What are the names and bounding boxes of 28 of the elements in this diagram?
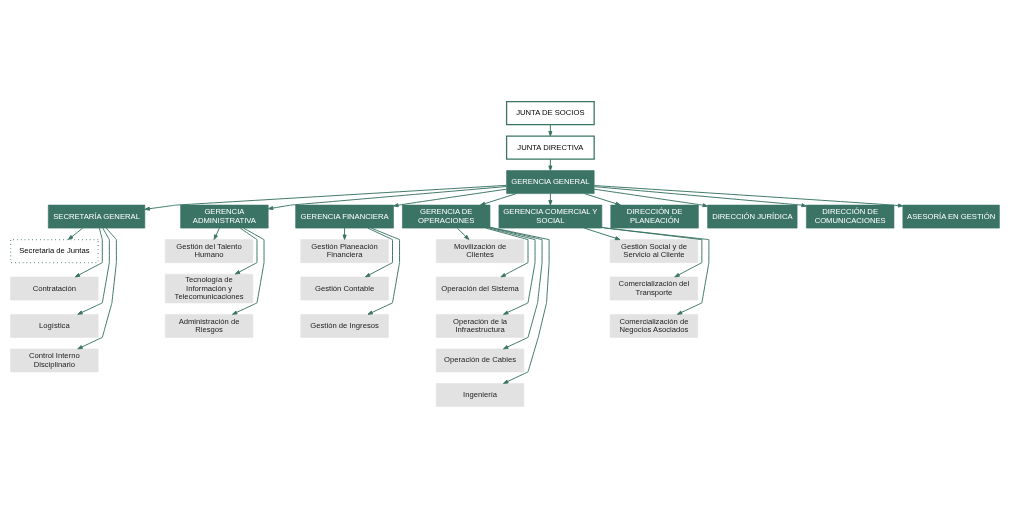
arrow — [77, 227, 117, 350]
arrow — [393, 188, 507, 208]
arrow — [234, 227, 258, 275]
arrow — [601, 226, 710, 315]
arrow — [213, 227, 220, 240]
arrow — [548, 193, 553, 206]
arrow — [548, 124, 553, 137]
arrow — [267, 186, 507, 211]
arrow — [77, 227, 110, 315]
arrow — [593, 188, 708, 208]
arrow — [367, 227, 401, 315]
arrow — [489, 227, 543, 350]
arrow — [232, 227, 265, 315]
arrow — [584, 193, 621, 206]
arrow — [479, 193, 517, 206]
arrow — [364, 227, 393, 278]
arrow — [485, 227, 529, 278]
arrow — [67, 227, 84, 240]
arrow — [74, 227, 103, 278]
arrow — [593, 185, 904, 208]
arrow — [342, 227, 347, 240]
arrow — [593, 186, 807, 208]
arrow — [144, 184, 507, 211]
arrow — [489, 226, 550, 384]
arrow — [583, 227, 621, 241]
arrow — [489, 227, 536, 315]
arrow — [456, 227, 470, 240]
arrow — [548, 158, 553, 171]
